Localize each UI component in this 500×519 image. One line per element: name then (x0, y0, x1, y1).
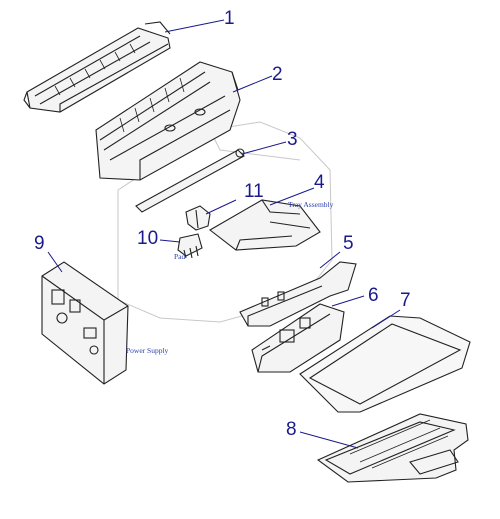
part-10-separation-pad (177, 233, 203, 259)
callout-2: 2 (272, 64, 283, 85)
leader-line-3 (241, 141, 287, 155)
part-7-output-tray (299, 315, 471, 413)
part-5-cover (239, 261, 357, 327)
callout-5: 5 (343, 233, 354, 254)
leader-line-6 (331, 295, 365, 307)
callout-6: 6 (368, 285, 379, 306)
callout-3: 3 (287, 129, 298, 150)
leader-line-7 (371, 309, 401, 329)
leader-line-8 (299, 431, 359, 449)
callout-1: 1 (224, 8, 235, 29)
part-9-power-supply (41, 261, 129, 385)
caption-pad: Pad (174, 252, 186, 261)
leader-line-11 (205, 199, 237, 215)
part-2-paper-feed-assembly (95, 61, 241, 181)
callout-11: 11 (244, 181, 264, 202)
callout-7: 7 (400, 290, 411, 311)
part-11-pickup-roller (185, 205, 211, 231)
part-8-input-tray (316, 413, 469, 483)
leader-line-5 (319, 251, 341, 269)
leader-line-1 (164, 19, 225, 33)
callout-4: 4 (314, 172, 325, 193)
leader-line-4 (269, 187, 315, 206)
caption-tray-assembly: Tray Assembly (288, 200, 334, 209)
callout-8: 8 (286, 419, 297, 440)
callout-10: 10 (137, 228, 159, 249)
caption-power-supply: Power Supply (126, 346, 169, 355)
part-1-fuser-assembly (23, 21, 171, 113)
part-4-tray-assembly (209, 199, 321, 251)
callout-9: 9 (34, 233, 45, 254)
leader-line-2 (232, 75, 273, 93)
leader-line-10 (159, 239, 181, 243)
leader-line-9 (47, 251, 63, 273)
part-6-formatter-assembly (251, 303, 345, 373)
